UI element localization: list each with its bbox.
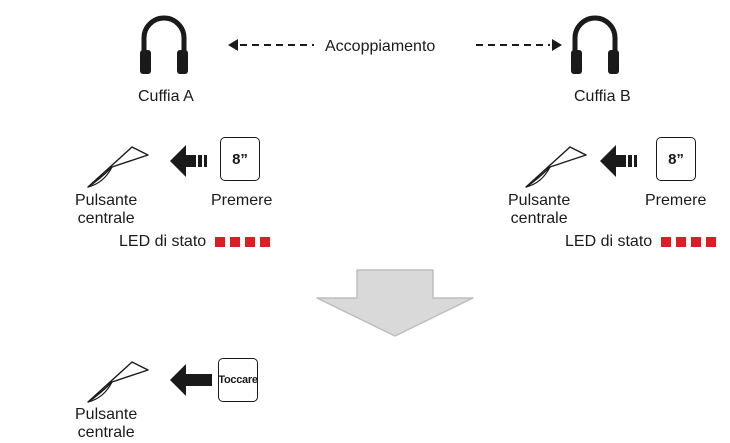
- key-8s-box-right: 8”: [656, 137, 696, 181]
- led-square: [706, 237, 717, 247]
- center-button-icon-right: [525, 146, 587, 188]
- headset-a-label: Cuffia A: [138, 88, 194, 105]
- led-status-left: LED di stato: [119, 233, 271, 251]
- headset-b-label: Cuffia B: [574, 88, 631, 105]
- led-status-label: LED di stato: [119, 233, 207, 250]
- center-button-icon-left: [87, 146, 149, 188]
- led-square: [676, 237, 687, 247]
- headphones-icon-b: [571, 15, 619, 74]
- center-button-label-bottom: Pulsante centrale: [75, 406, 137, 442]
- led-status-right: LED di stato: [565, 233, 717, 251]
- led-status-label: LED di stato: [565, 233, 653, 250]
- center-button-label-line2: centrale: [77, 210, 135, 227]
- headphones-icon-a: [140, 15, 188, 74]
- center-button-label-line2: centrale: [510, 210, 568, 227]
- tap-arrow-icon: [170, 364, 212, 396]
- press-label-left: Premere: [211, 192, 273, 209]
- center-button-icon-bottom: [87, 361, 149, 403]
- center-button-label-line2: centrale: [77, 424, 135, 441]
- led-square: [245, 237, 256, 247]
- press-label-right: Premere: [645, 192, 707, 209]
- pairing-label: Accoppiamento: [325, 38, 436, 55]
- led-square: [230, 237, 241, 247]
- center-button-label-line1: Pulsante: [508, 192, 571, 209]
- center-button-label-right: Pulsante centrale: [508, 192, 570, 228]
- big-down-arrow-icon: [316, 269, 474, 337]
- led-square: [215, 237, 226, 247]
- key-8s-box-left: 8”: [220, 137, 260, 181]
- press-arrow-icon-left: [170, 145, 207, 177]
- pairing-arrow-left: [228, 39, 314, 51]
- center-button-label-line1: Pulsante: [75, 406, 138, 423]
- press-arrow-icon-right: [600, 145, 637, 177]
- led-square: [691, 237, 702, 247]
- led-square: [661, 237, 672, 247]
- center-button-label-left: Pulsante centrale: [75, 192, 137, 228]
- center-button-label-line1: Pulsante: [75, 192, 138, 209]
- pairing-arrow-right: [476, 39, 562, 51]
- tap-box: Toccare: [218, 358, 258, 402]
- led-square: [260, 237, 271, 247]
